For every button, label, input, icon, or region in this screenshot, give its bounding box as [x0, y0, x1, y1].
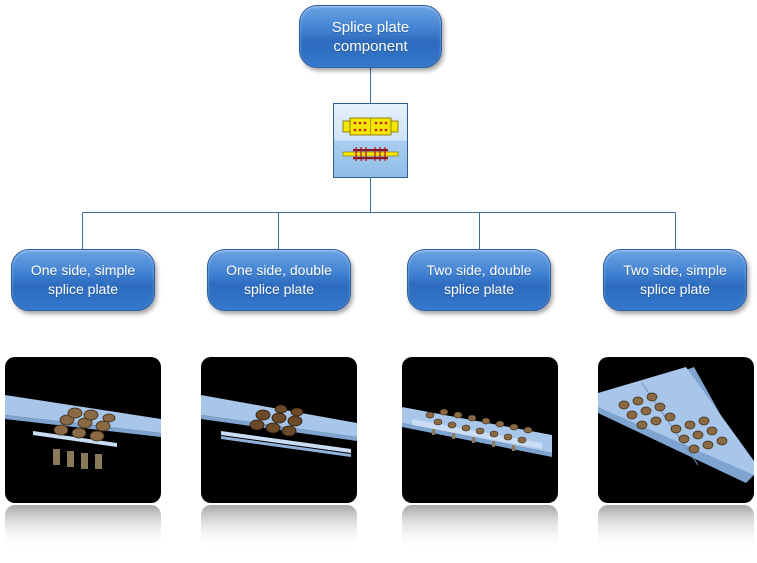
child-node-two-side-simple: Two side, simple splice plate — [603, 249, 747, 311]
child-node-one-side-simple: One side, simple splice plate — [11, 249, 155, 311]
one-side-simple-splice-plate-render — [5, 357, 161, 503]
splice-plate-component-icon — [333, 103, 408, 178]
two-side-double-splice-plate-render — [402, 357, 558, 503]
root-node-splice-plate-component: Splice plate component — [299, 5, 442, 68]
render-reflection — [598, 505, 754, 549]
render-reflection — [5, 505, 161, 549]
child-node-one-side-double: One side, double splice plate — [207, 249, 351, 311]
two-side-simple-splice-plate-render — [598, 357, 754, 503]
child-node-two-side-double: Two side, double splice plate — [407, 249, 551, 311]
render-reflection — [201, 505, 357, 549]
render-reflection — [402, 505, 558, 549]
one-side-double-splice-plate-render — [201, 357, 357, 503]
